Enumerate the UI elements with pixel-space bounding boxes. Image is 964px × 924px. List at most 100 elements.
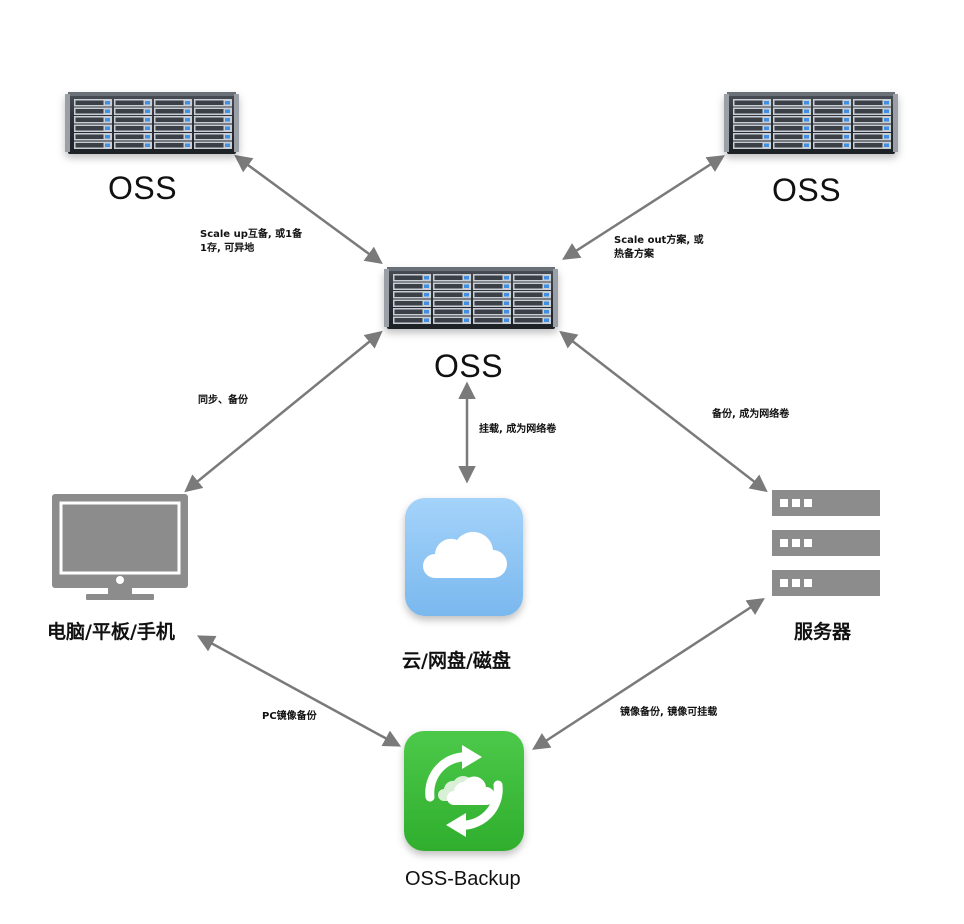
drive-led — [225, 143, 230, 147]
edge-label-line: 同步、备份 — [198, 395, 248, 406]
drive-led — [145, 101, 150, 105]
drive-led — [424, 310, 429, 314]
drive-slot — [155, 117, 184, 122]
drive-led — [105, 143, 110, 147]
drive-slot — [474, 275, 503, 280]
drive-slot — [75, 109, 104, 114]
drive-led — [225, 118, 230, 122]
drive-led — [844, 101, 849, 105]
drive-led — [185, 126, 190, 130]
oss-top-left-label: OSS — [108, 170, 178, 206]
oss-center-label: OSS — [434, 348, 504, 384]
drive-led — [804, 118, 809, 122]
drive-led — [424, 301, 429, 305]
oss-server-icon — [384, 267, 558, 329]
drive-slot — [155, 100, 184, 105]
drive-led — [804, 101, 809, 105]
drive-led — [225, 101, 230, 105]
drive-led — [844, 143, 849, 147]
drive-slot — [814, 134, 843, 139]
arrow-pc-mirror — [196, 635, 402, 747]
drive-led — [225, 109, 230, 113]
drive-led — [764, 135, 769, 139]
drive-led — [464, 301, 469, 305]
drive-led — [504, 301, 509, 305]
drive-slot — [195, 100, 224, 105]
arrow-server-backup — [559, 330, 768, 493]
drive-slot — [814, 100, 843, 105]
drive-led — [105, 109, 110, 113]
drive-slot — [155, 134, 184, 139]
drive-slot — [514, 275, 543, 280]
oss-server-icon — [65, 92, 239, 154]
drive-slot — [774, 143, 803, 148]
edge-label-scale-out: Scale out方案, 或 热备方案 — [614, 234, 704, 262]
drive-led — [185, 118, 190, 122]
drive-led — [884, 143, 889, 147]
arrow-scale-out — [562, 155, 725, 260]
drive-slot — [514, 309, 543, 314]
drive-led — [884, 109, 889, 113]
drive-slot — [774, 134, 803, 139]
drive-led — [764, 101, 769, 105]
edge-label-server-backup: 备份, 成为网络卷 — [712, 408, 789, 422]
drive-led — [504, 310, 509, 314]
drive-slot — [155, 109, 184, 114]
drive-led — [884, 118, 889, 122]
drive-led — [884, 135, 889, 139]
edge-label-line: 备份, 成为网络卷 — [712, 409, 790, 420]
drive-led — [105, 135, 110, 139]
drive-slot — [115, 126, 144, 131]
drive-led — [884, 101, 889, 105]
drive-slot — [474, 292, 503, 297]
drive-slot — [195, 134, 224, 139]
drive-slot — [814, 143, 843, 148]
drive-slot — [514, 284, 543, 289]
drive-slot — [774, 100, 803, 105]
drive-slot — [115, 143, 144, 148]
drive-led — [504, 318, 509, 322]
drive-slot — [434, 309, 463, 314]
cloud-icon — [405, 498, 523, 616]
drive-slot — [814, 126, 843, 131]
drive-led — [185, 143, 190, 147]
drive-led — [844, 126, 849, 130]
drive-slot — [394, 292, 423, 297]
edge-label-line: Scale up互备, 或1备 — [200, 229, 303, 240]
drive-led — [424, 293, 429, 297]
edge-label-line: 1存, 可异地 — [200, 243, 255, 254]
server-label: 服务器 — [794, 621, 852, 643]
drive-led — [544, 276, 549, 280]
drive-slot — [394, 284, 423, 289]
oss-server-icon — [724, 92, 898, 154]
drive-slot — [854, 109, 883, 114]
drive-slot — [394, 309, 423, 314]
drive-led — [544, 310, 549, 314]
drive-slot — [854, 117, 883, 122]
edge-label-sync-backup: 同步、备份 — [198, 394, 248, 408]
drive-slot — [394, 318, 423, 323]
drive-slot — [75, 134, 104, 139]
drive-led — [764, 118, 769, 122]
drive-slot — [434, 318, 463, 323]
drive-led — [844, 118, 849, 122]
drive-slot — [394, 301, 423, 306]
drive-led — [544, 301, 549, 305]
drive-led — [804, 143, 809, 147]
oss-top-right-label: OSS — [772, 172, 842, 208]
drive-led — [145, 143, 150, 147]
drive-slot — [434, 284, 463, 289]
drive-slot — [195, 109, 224, 114]
drive-led — [804, 109, 809, 113]
drive-led — [464, 318, 469, 322]
drive-led — [185, 101, 190, 105]
drive-led — [464, 276, 469, 280]
drive-slot — [195, 143, 224, 148]
drive-led — [464, 310, 469, 314]
drive-slot — [514, 318, 543, 323]
edge-label-mirror-mount: 镜像备份, 镜像可挂载 — [620, 706, 717, 720]
connection-arrows — [184, 154, 768, 750]
arrow-scale-up — [234, 154, 383, 265]
drive-slot — [115, 100, 144, 105]
drive-slot — [434, 275, 463, 280]
